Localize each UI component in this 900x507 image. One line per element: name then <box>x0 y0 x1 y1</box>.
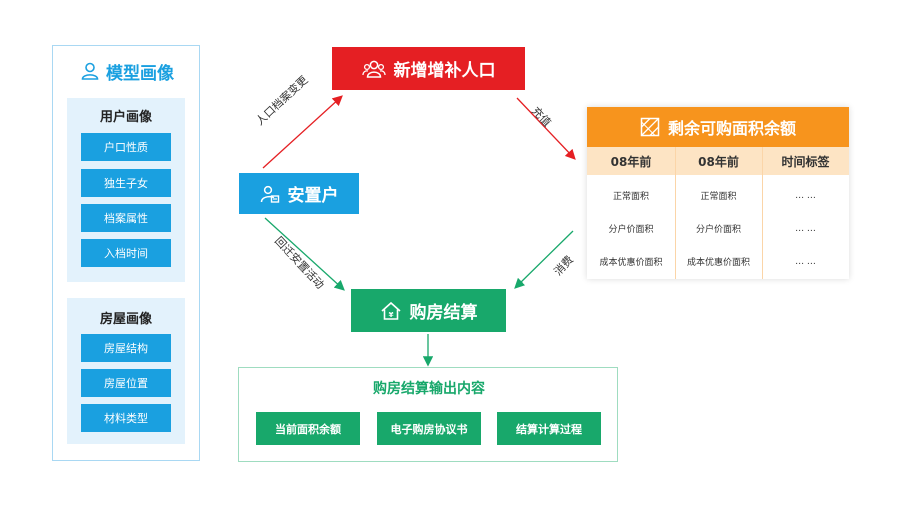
new-population-node: 新增增补人口 <box>332 47 525 90</box>
user-profile-title: 用户画像 <box>99 110 152 125</box>
new-population-label: 新增增补人口 <box>393 61 496 81</box>
model-title-text: 模型画像 <box>106 63 174 84</box>
user-attr-archive: 档案属性 <box>81 204 171 232</box>
house-profile-title: 房屋画像 <box>99 312 152 327</box>
user-attr-archive-time: 入档时间 <box>81 239 171 267</box>
user-attr-only-child: 独生子女 <box>81 169 171 197</box>
output-item-calc-process: 结算计算过程 <box>497 412 601 445</box>
resettled-node: 安置户 <box>239 173 359 214</box>
house-attr-material: 材料类型 <box>81 404 171 432</box>
output-item-e-agreement: 电子购房协议书 <box>377 412 481 445</box>
table-cell: 成本优惠价面积 <box>686 258 750 268</box>
arrow-resettled-to-new <box>262 95 343 169</box>
table-cell: 正常面积 <box>612 192 649 202</box>
remaining-area-title: 剩余可购面积余额 <box>667 119 796 138</box>
model-panel: 模型画像 用户画像 户口性质 独生子女 档案属性 入档时间 房屋画像 房屋结构 … <box>52 45 200 461</box>
user-profile-group: 用户画像 户口性质 独生子女 档案属性 入档时间 <box>67 98 185 282</box>
users-group-icon <box>361 60 386 78</box>
table-cell: … … <box>795 190 816 201</box>
house-money-icon: ¥ <box>380 301 401 320</box>
table-cell: … … <box>795 256 816 267</box>
output-panel: 购房结算输出内容 当前面积余额 电子购房协议书 结算计算过程 <box>238 367 618 462</box>
remaining-area-header: 剩余可购面积余额 <box>587 107 849 147</box>
house-attr-location: 房屋位置 <box>81 369 171 397</box>
table-cell: 分户价面积 <box>695 225 741 235</box>
output-title: 购房结算输出内容 <box>373 381 485 397</box>
table-cell: 成本优惠价面积 <box>599 258 663 268</box>
svg-text:¥: ¥ <box>388 311 393 319</box>
arrow-new-to-remaining <box>516 97 576 160</box>
resettled-label: 安置户 <box>287 186 339 206</box>
house-profile-group: 房屋画像 房屋结构 房屋位置 材料类型 <box>67 298 185 444</box>
settlement-node: ¥ 购房结算 <box>351 289 506 332</box>
output-item-current-balance: 当前面积余额 <box>256 412 360 445</box>
column-header: 时间标签 <box>762 147 849 175</box>
settlement-label: 购房结算 <box>409 303 478 323</box>
column-divider <box>762 147 763 279</box>
user-card-icon <box>260 185 279 203</box>
column-divider <box>675 147 676 279</box>
table-cell: 分户价面积 <box>608 225 654 235</box>
table-cell: 正常面积 <box>700 192 737 202</box>
arrow-resettled-to-settlement <box>264 217 345 291</box>
user-icon <box>81 62 99 80</box>
house-attr-structure: 房屋结构 <box>81 334 171 362</box>
pattern-square-icon <box>640 117 660 137</box>
column-header: 08年前 <box>587 147 675 175</box>
table-cell: … … <box>795 223 816 234</box>
model-title: 模型画像 <box>53 58 201 84</box>
remaining-area-table: 剩余可购面积余额 08年前 08年前 时间标签 正常面积 正常面积 … … 分户… <box>587 107 849 279</box>
user-attr-household: 户口性质 <box>81 133 171 161</box>
arrow-remaining-to-settlement <box>514 230 574 289</box>
column-header: 08年前 <box>675 147 762 175</box>
